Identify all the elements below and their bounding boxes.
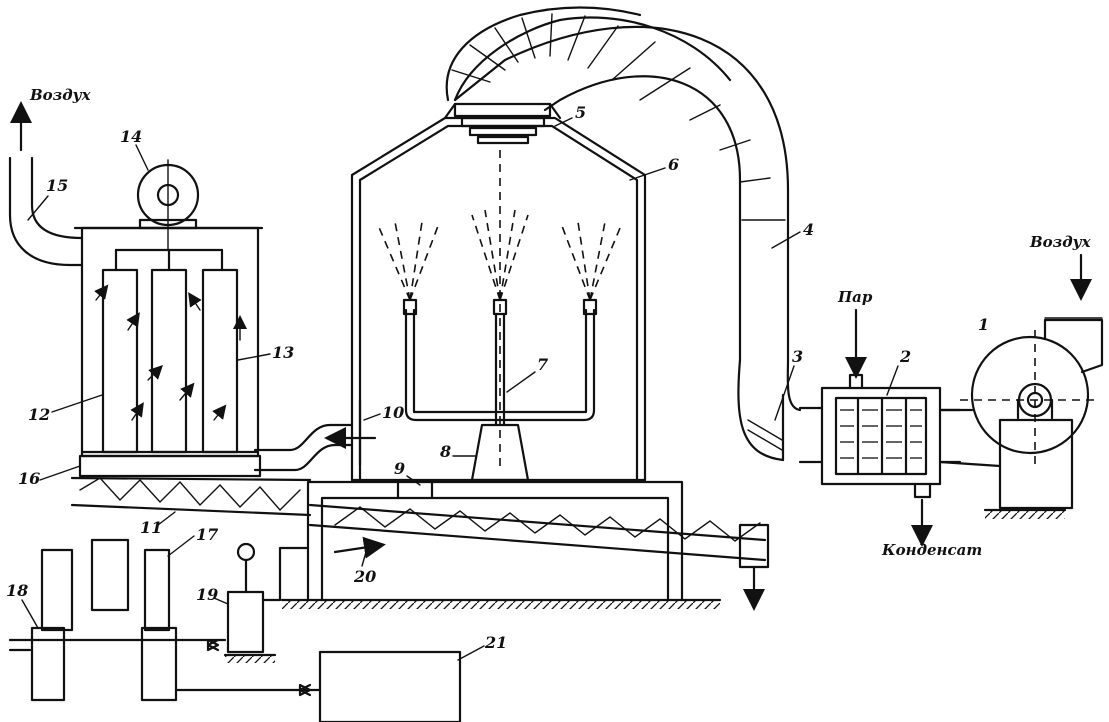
callout-20: 20	[353, 567, 376, 586]
pumps-and-tanks	[8, 538, 462, 722]
atomizer-drive	[470, 423, 530, 482]
callout-17: 17	[196, 525, 218, 544]
callout-4: 4	[803, 220, 814, 239]
callout-14: 14	[120, 127, 142, 146]
callout-11: 11	[140, 518, 162, 537]
filter-screw	[70, 476, 312, 517]
air-distributor	[443, 102, 562, 145]
callout-6: 6	[668, 155, 679, 174]
lower-frame	[306, 480, 770, 611]
fan	[938, 317, 1104, 510]
air-outlet	[253, 398, 377, 472]
callout-10: 10	[382, 403, 404, 422]
air-intake-label: Воздух	[1029, 233, 1092, 251]
callout-16: 16	[18, 469, 40, 488]
callout-19: 19	[196, 585, 218, 604]
callout-1: 1	[978, 315, 989, 334]
ground-hatching	[223, 508, 1067, 663]
condensate-label: Конденсат	[881, 541, 982, 559]
callout-numbers: 1 2 3 4 5 6 7 8 9 10 11 12 13 14 15 16 1…	[6, 103, 989, 661]
atomizers	[377, 150, 621, 470]
steam-label: Пар	[837, 288, 873, 306]
callout-9: 9	[394, 459, 405, 478]
callout-18: 18	[6, 581, 28, 600]
callout-8: 8	[439, 442, 451, 461]
callout-12: 12	[28, 405, 50, 424]
air-exhaust-label: Воздух	[29, 86, 92, 104]
air-heater	[798, 373, 962, 499]
callout-5: 5	[575, 103, 586, 122]
callout-3: 3	[792, 347, 803, 366]
callout-2: 2	[899, 347, 911, 366]
callout-21: 21	[484, 633, 507, 652]
callout-15: 15	[46, 176, 68, 195]
callout-7: 7	[537, 355, 548, 374]
callout-13: 13	[272, 343, 294, 362]
